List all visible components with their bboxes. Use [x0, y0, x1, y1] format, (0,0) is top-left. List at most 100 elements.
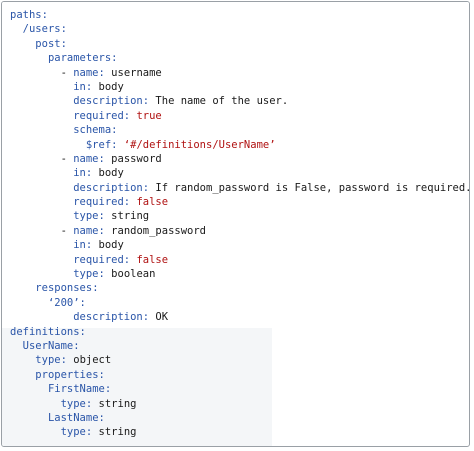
yaml-separator: :	[98, 152, 112, 165]
yaml-separator: :	[123, 253, 137, 266]
code-line: schema:	[10, 123, 469, 137]
yaml-key: FirstName	[47, 383, 105, 396]
code-indent	[10, 354, 35, 366]
yaml-separator: :	[92, 282, 99, 295]
code-line: paths:	[10, 8, 469, 22]
code-line: in: body	[10, 166, 469, 180]
yaml-key: name	[73, 66, 99, 79]
yaml-key: name	[73, 224, 99, 237]
code-indent	[10, 369, 35, 381]
yaml-separator: :	[60, 354, 74, 367]
yaml-value: string	[111, 210, 150, 223]
code-line: properties:	[10, 368, 469, 382]
code-line: required: false	[10, 253, 469, 267]
code-indent	[10, 110, 73, 122]
yaml-value: string	[98, 426, 137, 439]
yaml-separator: :	[79, 325, 86, 338]
yaml-key: parameters	[47, 52, 112, 65]
code-line: responses:	[10, 281, 469, 295]
yaml-value: username	[111, 66, 162, 79]
code-background-upper	[2, 2, 469, 328]
yaml-key: type	[73, 268, 99, 281]
yaml-value: random_password	[111, 224, 206, 237]
code-indent	[10, 210, 73, 222]
yaml-value: boolean	[111, 268, 156, 281]
yaml-separator: :	[73, 339, 80, 352]
code-line: required: false	[10, 195, 469, 209]
code-line: in: body	[10, 80, 469, 94]
yaml-separator: :	[85, 239, 99, 252]
code-indent	[10, 282, 35, 294]
yaml-value: ‘#/definitions/UserName’	[123, 138, 276, 151]
yaml-value: body	[98, 167, 124, 180]
yaml-value: false	[136, 253, 169, 266]
code-indent	[10, 167, 73, 179]
yaml-value: OK	[155, 311, 169, 324]
yaml-value: false	[136, 196, 169, 209]
yaml-code-block: paths: /users: post: parameters: - name:…	[10, 8, 470, 440]
code-line: type: boolean	[10, 267, 469, 281]
code-indent	[10, 426, 61, 438]
yaml-key: post	[35, 37, 61, 50]
yaml-key: name	[73, 152, 99, 165]
code-indent	[10, 124, 73, 136]
yaml-key: description	[73, 181, 143, 194]
code-line: ‘200’:	[10, 296, 469, 310]
yaml-value: true	[136, 109, 162, 122]
code-indent	[10, 81, 73, 93]
code-indent	[10, 52, 48, 64]
code-line: type: object	[10, 353, 469, 367]
code-line: - name: random_password	[10, 224, 469, 238]
yaml-separator: :	[98, 368, 105, 381]
yaml-key: schema	[73, 124, 112, 137]
code-line: $ref: ‘#/definitions/UserName’	[10, 138, 469, 152]
code-indent	[10, 95, 73, 107]
code-line: - name: password	[10, 152, 469, 166]
code-indent	[10, 139, 86, 151]
yaml-separator: :	[123, 109, 137, 122]
code-indent	[10, 182, 73, 194]
yaml-value: If random_password is False, password is…	[155, 181, 470, 194]
yaml-separator: :	[111, 138, 124, 151]
code-line: required: true	[10, 109, 469, 123]
yaml-separator: :	[142, 311, 156, 324]
yaml-key: paths	[10, 9, 42, 21]
code-indent	[10, 412, 48, 424]
code-indent	[10, 38, 35, 50]
yaml-separator: :	[98, 210, 112, 223]
code-line: parameters:	[10, 51, 469, 65]
yaml-key: UserName	[22, 339, 74, 352]
code-line: type: string	[10, 397, 469, 411]
yaml-key: type	[35, 354, 61, 367]
yaml-key: ‘200’	[47, 296, 80, 309]
code-line: in: body	[10, 238, 469, 252]
yaml-key: properties	[35, 368, 99, 381]
yaml-separator: :	[79, 296, 86, 309]
yaml-value: body	[98, 80, 124, 93]
code-line: description: If random_password is False…	[10, 181, 470, 195]
yaml-key: description	[73, 95, 143, 108]
yaml-separator: :	[85, 167, 99, 180]
code-indent: -	[10, 152, 74, 165]
yaml-separator: :	[142, 95, 156, 108]
yaml-key: type	[73, 210, 99, 223]
yaml-key: in	[73, 167, 86, 180]
code-line: FirstName:	[10, 382, 469, 396]
code-indent	[10, 398, 61, 410]
code-indent: -	[10, 224, 74, 237]
code-line: type: string	[10, 425, 469, 439]
yaml-key: responses	[35, 282, 93, 295]
code-line: - name: username	[10, 66, 469, 80]
yaml-value: string	[98, 397, 137, 410]
code-line: UserName:	[10, 339, 469, 353]
code-line: type: string	[10, 209, 469, 223]
yaml-separator: :	[111, 52, 118, 65]
code-indent	[10, 383, 48, 395]
yaml-key: in	[73, 80, 86, 93]
yaml-key: LastName	[47, 411, 99, 424]
yaml-separator: :	[85, 80, 99, 93]
yaml-separator: :	[85, 397, 99, 410]
yaml-key: type	[60, 426, 86, 439]
code-indent	[10, 297, 48, 309]
code-indent: -	[10, 66, 74, 79]
